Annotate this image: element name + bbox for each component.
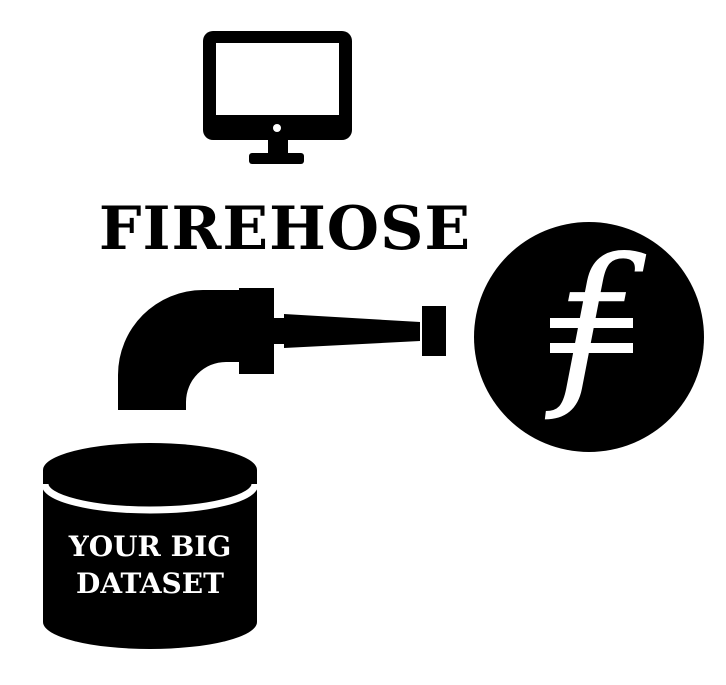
monitor-icon	[203, 31, 352, 164]
hose-pipe-icon	[118, 288, 446, 410]
filecoin-logo-icon: f	[474, 222, 704, 452]
database-cylinder-icon	[41, 443, 259, 649]
dataset-label-line-1: YOUR BIG	[68, 530, 232, 563]
diagram-title: FIREHOSE	[99, 194, 471, 264]
dataset-label-line-2: DATASET	[76, 567, 224, 600]
